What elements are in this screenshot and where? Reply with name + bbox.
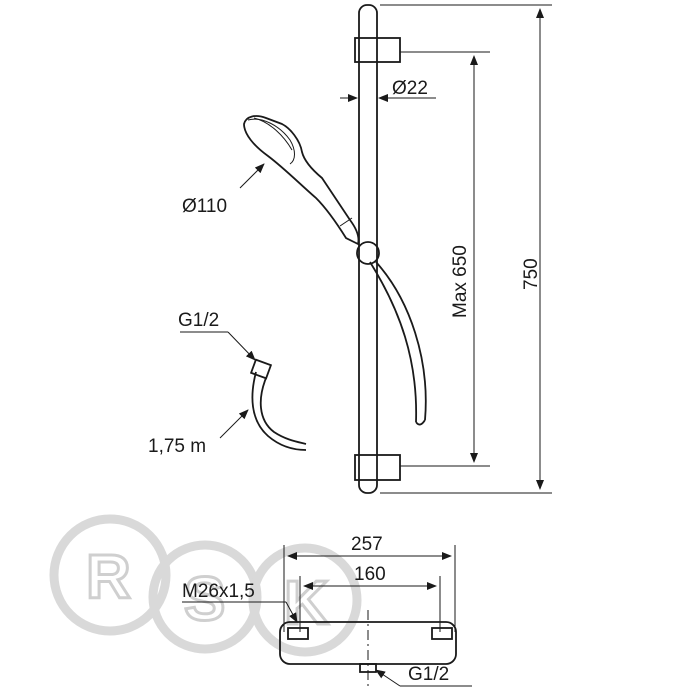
- right-inlet: [431, 627, 453, 640]
- hose-connection-label: G1/2: [178, 310, 219, 331]
- thermostat-centers-dimension: 160: [299, 564, 441, 632]
- slider-knob: [356, 241, 380, 265]
- thermostat-width-label: 257: [351, 534, 383, 555]
- watermark-letter-s: S: [184, 565, 225, 634]
- slider-range-dimension: Max 650: [400, 51, 490, 467]
- thermostat-mixer: [279, 610, 457, 690]
- bar-diameter-dimension: Ø22: [340, 78, 436, 102]
- rsk-watermark: R S K: [49, 514, 362, 657]
- total-length-label: 750: [521, 258, 542, 290]
- shower-hose: [369, 261, 427, 426]
- left-inlet: [287, 627, 309, 640]
- outlet-annotation: G1/2: [375, 664, 472, 687]
- watermark-letter-r: R: [86, 543, 131, 612]
- thermostat-centers-label: 160: [354, 564, 386, 585]
- loose-hose: G1/2 1,75 m: [148, 310, 307, 457]
- total-length-dimension: 750: [380, 4, 552, 494]
- hose-connector: [249, 358, 273, 380]
- hose-length-label: 1,75 m: [148, 436, 206, 457]
- top-wall-bracket: [354, 37, 401, 63]
- thermostat-width-dimension: 257: [283, 534, 456, 632]
- handshower-diameter-annotation: Ø110: [182, 163, 265, 217]
- thread-annotation: M26x1,5: [182, 581, 298, 623]
- thermostat-thread-label: M26x1,5: [182, 581, 255, 602]
- bottom-wall-bracket: [354, 454, 401, 481]
- handshower-diameter-label: Ø110: [182, 196, 227, 217]
- thermostat-outlet-label: G1/2: [408, 664, 449, 685]
- shower-rail: [354, 4, 401, 494]
- bar-diameter-label: Ø22: [392, 78, 428, 99]
- slider-range-label: Max 650: [450, 245, 471, 318]
- hand-shower: [243, 115, 360, 246]
